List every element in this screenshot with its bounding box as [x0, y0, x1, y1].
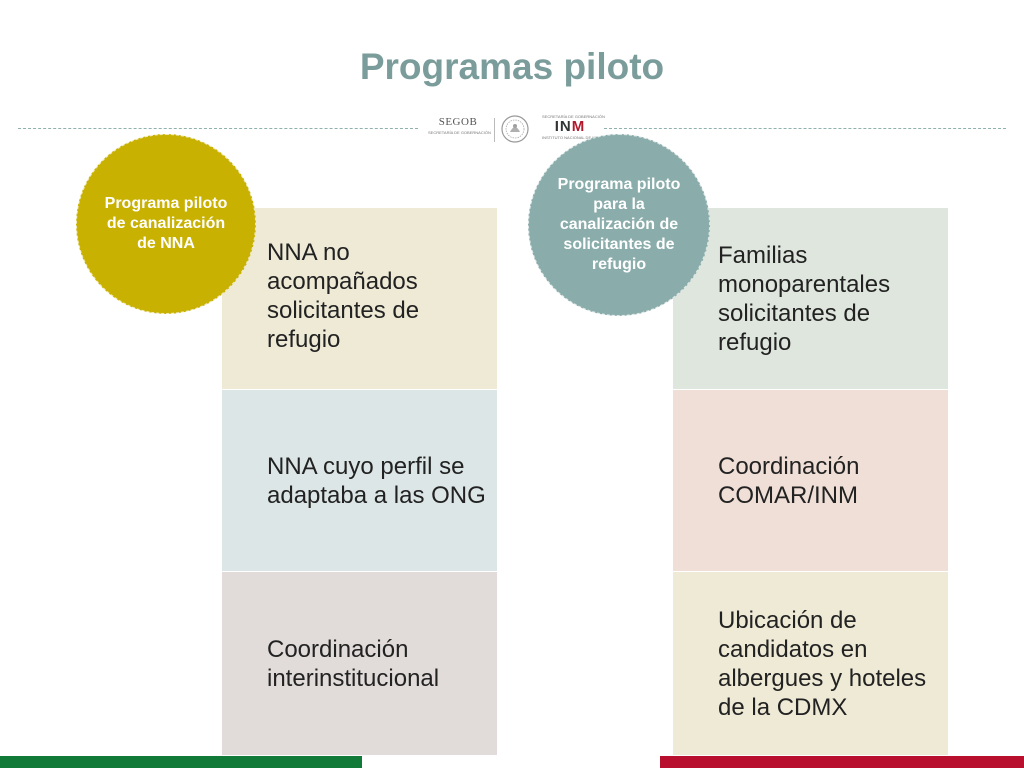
- program-1-item-1: NNA no acompañados solicitantes de refug…: [222, 208, 497, 389]
- program-2-item-2-text: Coordinación COMAR/INM: [718, 452, 860, 509]
- logo-separator: [494, 118, 495, 142]
- program-1-item-3: Coordinación interinstitucional: [222, 572, 497, 755]
- program-1-item-3-text: Coordinación interinstitucional: [267, 635, 440, 692]
- program-2-item-1: Familias monoparentales solicitantes de …: [673, 208, 948, 389]
- program-2-item-3: Ubicación de candidatos en albergues y h…: [673, 572, 948, 755]
- header-divider-right: [604, 128, 1006, 129]
- header-divider-left: [18, 128, 418, 129]
- inm-logo-name: INM: [542, 119, 598, 135]
- segob-logo: SEGOB SECRETARÍA DE GOBERNACIÓN: [428, 116, 491, 135]
- program-1-item-2: NNA cuyo perfil se adaptaba a las ONG: [222, 390, 497, 571]
- program-1-bubble: Programa piloto de canalización de NNA: [76, 134, 256, 314]
- program-1-item-1-text: NNA no acompañados solicitantes de refug…: [267, 239, 420, 353]
- program-2-bubble-label: Programa piloto para la canalización de …: [557, 176, 681, 273]
- program-2-item-3-text: Ubicación de candidatos en albergues y h…: [718, 606, 927, 721]
- national-seal-icon: [501, 115, 529, 143]
- slide-title: Programas piloto: [359, 46, 665, 87]
- inm-logo-name-a: IN: [554, 118, 572, 135]
- footer-bar-red: [660, 756, 1024, 768]
- inm-logo-name-b: M: [571, 118, 586, 135]
- segob-logo-subtitle: SECRETARÍA DE GOBERNACIÓN: [428, 130, 491, 135]
- footer-bar-green: [0, 756, 362, 768]
- inm-logo: SECRETARÍA DE GOBERNACIÓN INM INSTITUTO …: [542, 114, 616, 140]
- segob-logo-name: SEGOB: [438, 116, 478, 128]
- program-1-bubble-label: Programa piloto de canalización de NNA: [104, 195, 228, 252]
- program-1-item-2-text: NNA cuyo perfil se adaptaba a las ONG: [267, 452, 486, 509]
- program-2-bubble: Programa piloto para la canalización de …: [528, 134, 710, 316]
- inm-logo-top: SECRETARÍA DE GOBERNACIÓN: [542, 114, 605, 119]
- inm-logo-subtitle: INSTITUTO NACIONAL DE MIGRACIÓN: [542, 135, 616, 140]
- program-2-item-2: Coordinación COMAR/INM: [673, 390, 948, 571]
- program-2-item-1-text: Familias monoparentales solicitantes de …: [718, 241, 891, 356]
- government-logos: SEGOB SECRETARÍA DE GOBERNACIÓN SECRETAR…: [424, 112, 616, 148]
